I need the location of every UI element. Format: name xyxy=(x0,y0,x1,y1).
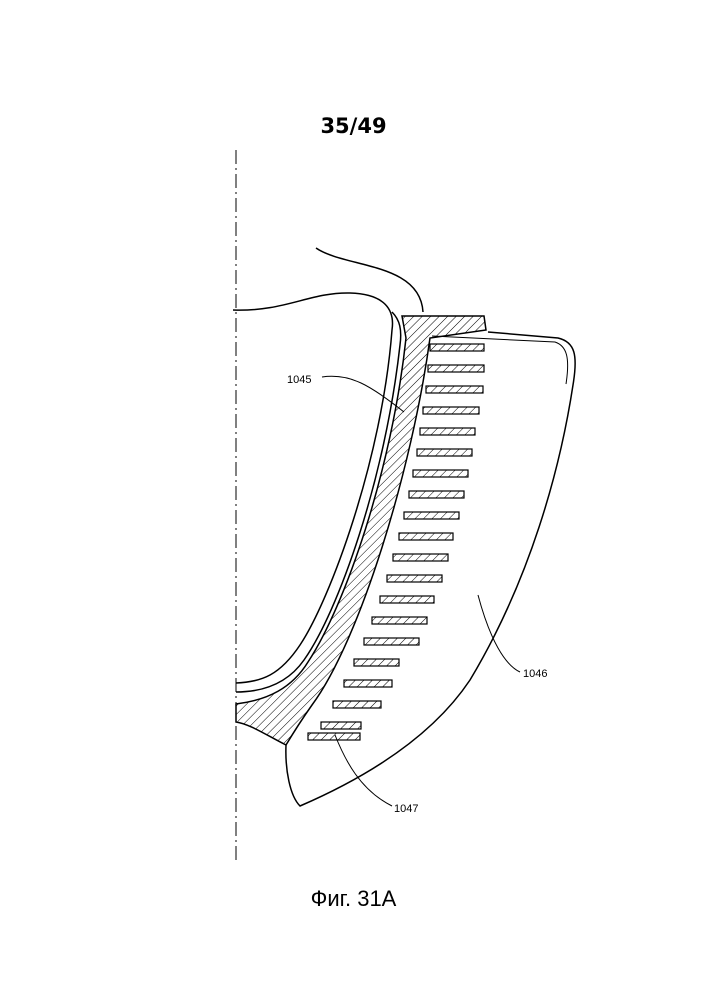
fin xyxy=(426,386,483,393)
leader-1047 xyxy=(335,735,392,806)
fin xyxy=(387,575,442,582)
fin xyxy=(308,733,360,740)
fin xyxy=(333,701,381,708)
fin xyxy=(430,344,484,351)
fin xyxy=(404,512,459,519)
leader-1046 xyxy=(478,595,520,672)
cover-inner-line xyxy=(432,336,568,384)
fin xyxy=(423,407,479,414)
fin xyxy=(420,428,475,435)
callout-1047: 1047 xyxy=(394,803,418,815)
fin xyxy=(354,659,399,666)
fin xyxy=(399,533,453,540)
callout-1045: 1045 xyxy=(287,374,311,386)
fin xyxy=(393,554,448,561)
fin xyxy=(417,449,472,456)
fin xyxy=(413,470,468,477)
fin xyxy=(321,722,361,729)
fin xyxy=(428,365,484,372)
fin xyxy=(409,491,464,498)
fin xyxy=(364,638,419,645)
fin xyxy=(344,680,392,687)
fin xyxy=(372,617,427,624)
fin xyxy=(380,596,434,603)
callout-1046: 1046 xyxy=(523,668,547,680)
figure-caption: Фиг. 31А xyxy=(0,886,707,912)
